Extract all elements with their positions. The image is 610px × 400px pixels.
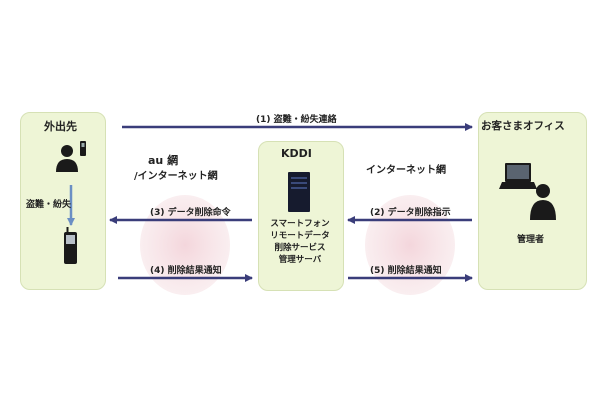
admin-computer-icon [499, 163, 556, 220]
user-with-phone-icon [56, 141, 86, 172]
step2-label: (2) データ削除指示 [370, 208, 451, 218]
server-line-3: 削除サービス [274, 243, 326, 253]
office-title: お客さまオフィス [481, 120, 565, 132]
au-network-label: au 網 [148, 154, 179, 167]
server-description: スマートフォン リモートデータ 削除サービス 管理サーバ [258, 218, 342, 266]
theft-label: 盗難・紛失 [26, 200, 72, 210]
step1-label: (1) 盗難・紛失連絡 [256, 115, 337, 125]
step4-label: (4) 削除結果通知 [150, 266, 222, 276]
server-line-1: スマートフォン [270, 219, 330, 229]
admin-label: 管理者 [517, 235, 545, 245]
outside-title: 外出先 [44, 120, 77, 133]
outside-box [20, 112, 106, 290]
step3-label: (3) データ削除命令 [150, 208, 231, 218]
internet-network-label-right: インターネット網 [366, 165, 446, 176]
kddi-box [258, 141, 344, 291]
lost-phone-icon [64, 227, 77, 264]
kddi-title: KDDI [281, 147, 312, 160]
server-icon [288, 172, 310, 212]
server-line-2: リモートデータ [270, 231, 330, 241]
internet-network-label-left: /インターネット網 [134, 171, 218, 182]
step5-label: (5) 削除結果通知 [370, 266, 442, 276]
server-line-4: 管理サーバ [278, 255, 322, 265]
office-box [478, 112, 587, 290]
